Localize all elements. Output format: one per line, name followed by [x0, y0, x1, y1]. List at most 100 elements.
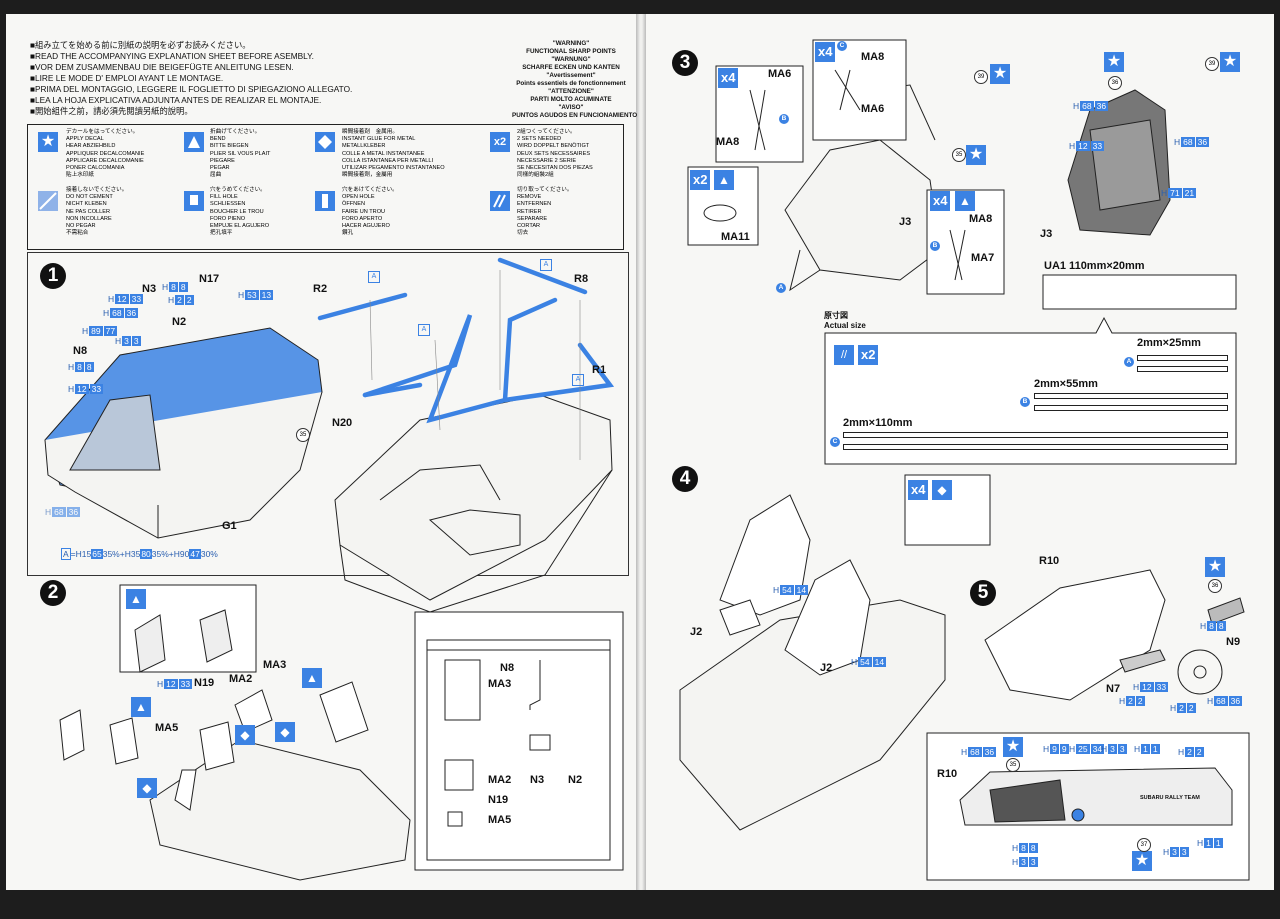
part-r1-label: R1 [592, 364, 607, 376]
step1-panel [27, 252, 629, 576]
part-ma6-label: MA6 [861, 103, 885, 115]
bend-icon: ▲ [131, 697, 151, 717]
decal-ref: 36 [1208, 579, 1222, 593]
header-line-de: ■VOR DEM ZUSAMMENBAU DIE BEIGEFÜGTE ANLE… [30, 62, 294, 72]
fill-hole-icon [184, 191, 204, 211]
strip-b-bar [1034, 393, 1228, 399]
decal-ref: 35 [296, 428, 310, 442]
part-r10-label: R10 [1039, 555, 1060, 567]
bend-icon: ▲ [714, 170, 734, 190]
step2-number: 2 [40, 580, 66, 606]
color-tag-a: A [540, 259, 552, 271]
strip-b-marker: B [930, 241, 940, 251]
strip-a-bar [1137, 366, 1228, 372]
strip-b-bar [1034, 405, 1228, 411]
remove-icon [490, 191, 510, 211]
warning-line: "AVISO" [558, 104, 584, 111]
count-badge: x4 [815, 42, 836, 62]
strip-b-marker: B [779, 114, 789, 124]
decal-star-icon: ★ [1003, 737, 1023, 757]
part-j2-label: J2 [690, 626, 703, 638]
bend-icon [184, 132, 204, 152]
part-n20-label: N20 [332, 417, 353, 429]
step1-number: 1 [40, 263, 66, 289]
part-ma8-label: MA8 [716, 136, 740, 148]
decal-star-icon: ★ [966, 145, 986, 165]
detail-n2-label: N2 [568, 774, 583, 786]
step4-number: 4 [672, 466, 698, 492]
decal-ref: 35 [952, 148, 966, 162]
warning-line: "WARNUNG" [551, 56, 591, 63]
color-tag-a: A [418, 324, 430, 336]
warning-line: "WARNING" [552, 40, 590, 47]
bend-icon: ▲ [126, 589, 146, 609]
count-badge: x2 [690, 170, 711, 190]
decal-star-icon: ★ [1205, 557, 1225, 577]
strip-a-size: 2mm×25mm [1137, 337, 1201, 349]
part-n19-label: N19 [194, 677, 215, 689]
warning-line: "ATTENZIONE" [548, 88, 594, 95]
strip-b-tag: B [1020, 397, 1030, 407]
step5-number: 5 [970, 580, 996, 606]
bend-icon: ▲ [302, 668, 322, 688]
count-badge: x4 [908, 480, 929, 500]
part-ma2-label: MA2 [229, 673, 253, 685]
detail-n19-label: N19 [488, 794, 509, 806]
decal-star-icon: ★ [990, 64, 1010, 84]
part-n3-label: N3 [142, 283, 157, 295]
glue-diamond-icon: ◆ [235, 725, 255, 745]
strip-c-tag: C [830, 437, 840, 447]
part-n7-label: N7 [1106, 683, 1121, 695]
header-line-en: ■READ THE ACCOMPANYING EXPLANATION SHEET… [30, 51, 314, 61]
detail-ma5-label: MA5 [488, 814, 512, 826]
strip-c-bar [843, 444, 1228, 450]
part-j2-label: J2 [820, 662, 833, 674]
glue-diamond-icon: ◆ [932, 480, 952, 500]
part-ma5-label: MA5 [155, 722, 179, 734]
count-badge: x4 [718, 68, 739, 88]
part-n17-label: N17 [199, 273, 220, 285]
bend-icon: ▲ [955, 191, 975, 211]
decal-ref: 37 [1137, 838, 1151, 852]
warning-line: Points essentiels de fonctionnement [516, 80, 626, 87]
header-line-es: ■LEA LA HOJA EXPLICATIVA ADJUNTA ANTES D… [30, 95, 322, 105]
warning-block: "WARNING" FUNCTIONAL SHARP POINTS "WARNU… [512, 40, 637, 120]
part-ma3-label: MA3 [263, 659, 287, 671]
part-n2-label: N2 [172, 316, 187, 328]
strip-b-size: 2mm×55mm [1034, 378, 1098, 390]
two-sets-icon: x2 [490, 132, 510, 152]
glue-diamond-icon: ◆ [137, 778, 157, 798]
header-line-cn: ■開始組件之前，請必須先閱讀另紙的說明。 [30, 106, 193, 116]
decal-ref: 36 [1108, 76, 1122, 90]
part-r10-label: R10 [937, 768, 958, 780]
warning-line: FUNCTIONAL SHARP POINTS [526, 48, 616, 55]
detail-ma3-label: MA3 [488, 678, 512, 690]
header-line-it: ■PRIMA DEL MONTAGGIO, LEGGERE IL FOGLIET… [30, 84, 353, 94]
decal-star-icon: ★ [38, 132, 58, 152]
